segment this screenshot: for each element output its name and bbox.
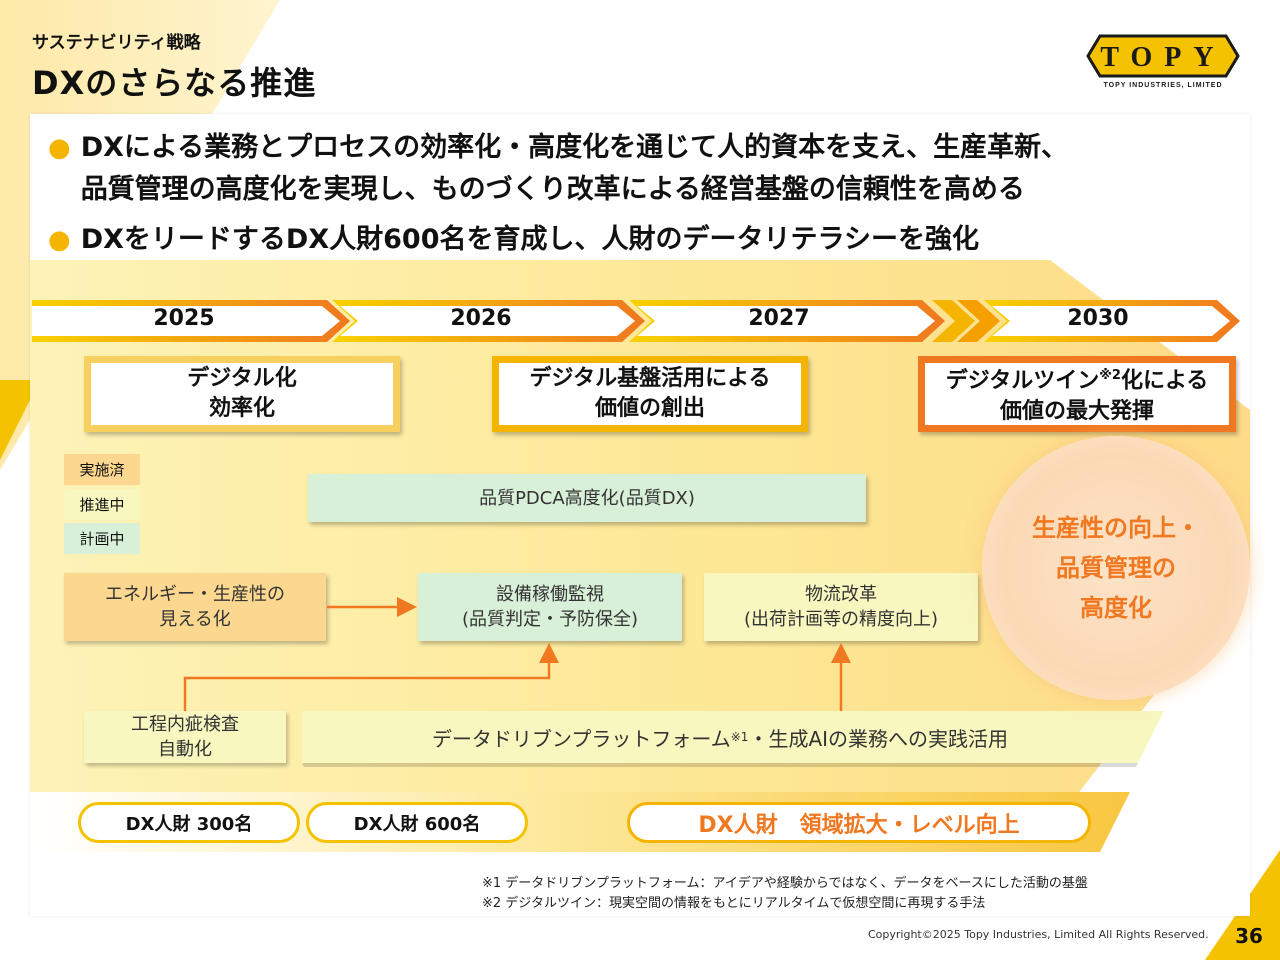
goal-line-1: 生産性の向上・ bbox=[1032, 514, 1200, 542]
year-2030: 2030 bbox=[1067, 306, 1129, 331]
box-data-platform-shape bbox=[302, 711, 1164, 767]
legend-done: 実施済 bbox=[64, 454, 140, 485]
box-logistics-line-1: 物流改革 bbox=[805, 584, 877, 605]
bullet-1: ● DXによる業務とプロセスの効率化・高度化を通じて人的資本を支え、生産革新、 … bbox=[48, 130, 1068, 208]
box-energy-line-1: エネルギー・生産性の bbox=[105, 584, 285, 605]
phase-digital-twin: デジタルツイン※2化による 価値の最大発揮 bbox=[918, 356, 1236, 432]
year-2026: 2026 bbox=[450, 306, 512, 331]
page-title: DXのさらなる推進 bbox=[32, 64, 317, 102]
phase-2-line-1: デジタル基盤活用による bbox=[529, 366, 771, 391]
timeline-arrows bbox=[32, 300, 1240, 342]
logo-subtext: TOPY INDUSTRIES, LIMITED bbox=[1103, 82, 1222, 89]
legend-planned: 計画中 bbox=[64, 523, 140, 554]
box-equipment-line-2: (品質判定・予防保全) bbox=[461, 609, 639, 630]
bullet-1-line-1: DXによる業務とプロセスの効率化・高度化を通じて人的資本を支え、生産革新、 bbox=[80, 132, 1069, 163]
bullet-dot: ● bbox=[48, 225, 71, 255]
footnote-ref-2: ※2 bbox=[1099, 368, 1121, 384]
box-equipment-line-1: 設備稼働監視 bbox=[496, 584, 604, 605]
box-data-platform-text-b: ・生成AIの業務への実践活用 bbox=[748, 726, 1009, 751]
bullet-1-line-2: 品質管理の高度化を実現し、ものづくり改革による経営基盤の信頼性を高める bbox=[80, 174, 1025, 205]
page-number: 36 bbox=[1235, 924, 1263, 948]
phase-2-line-2: 価値の創出 bbox=[594, 396, 705, 421]
talent-300: DX人財 300名 bbox=[78, 802, 300, 843]
phase-3-line-1b: 化による bbox=[1120, 368, 1209, 394]
year-2027: 2027 bbox=[748, 306, 810, 331]
box-energy-visualization: エネルギー・生産性の 見える化 bbox=[64, 573, 326, 641]
box-equipment-monitoring: 設備稼働監視 (品質判定・予防保全) bbox=[418, 573, 682, 641]
box-quality-pdca: 品質PDCA高度化(品質DX) bbox=[308, 474, 866, 522]
phase-1-line-2: 効率化 bbox=[208, 396, 275, 421]
phase-3-line-1a: デジタルツイン bbox=[945, 368, 1100, 394]
box-logistics-line-2: (出荷計画等の精度向上) bbox=[743, 609, 939, 630]
box-inspection-line-2: 自動化 bbox=[158, 739, 212, 760]
box-data-platform: データドリブンプラットフォーム※1・生成AIの業務への実践活用 bbox=[302, 711, 1138, 763]
phase-3-line-2: 価値の最大発揮 bbox=[999, 398, 1154, 424]
talent-expansion: DX人財 領域拡大・レベル向上 bbox=[627, 802, 1091, 843]
company-logo: TOPY TOPY INDUSTRIES, LIMITED bbox=[1086, 32, 1240, 90]
phase-digital-platform: デジタル基盤活用による 価値の創出 bbox=[492, 356, 808, 432]
copyright: Copyright©2025 Topy Industries, Limited … bbox=[868, 928, 1209, 941]
footnote-ref-1: ※1 bbox=[730, 730, 749, 744]
box-logistics-reform: 物流改革 (出荷計画等の精度向上) bbox=[704, 573, 978, 641]
goal-circle: 生産性の向上・ 品質管理の 高度化 bbox=[982, 436, 1250, 700]
box-inspection-automation: 工程内疵検査 自動化 bbox=[84, 711, 286, 763]
bullet-2-line-1: DXをリードするDX人財600名を育成し、人財のデータリテラシーを強化 bbox=[80, 224, 979, 255]
bullet-dot: ● bbox=[48, 133, 71, 163]
bullet-2: ● DXをリードするDX人財600名を育成し、人財のデータリテラシーを強化 bbox=[48, 222, 979, 258]
footnote-1: ※1 データドリブンプラットフォーム：アイデアや経験からではなく、データをベース… bbox=[482, 876, 1088, 891]
goal-line-3: 高度化 bbox=[1080, 594, 1152, 622]
talent-600: DX人財 600名 bbox=[306, 802, 528, 843]
phase-1-line-1: デジタル化 bbox=[187, 366, 297, 391]
year-2025: 2025 bbox=[153, 306, 215, 331]
box-quality-pdca-label: 品質PDCA高度化(品質DX) bbox=[479, 487, 695, 509]
box-energy-line-2: 見える化 bbox=[159, 609, 231, 630]
box-data-platform-text-a: データドリブンプラットフォーム bbox=[431, 726, 731, 751]
box-inspection-line-1: 工程内疵検査 bbox=[131, 714, 239, 735]
goal-line-2: 品質管理の bbox=[1056, 554, 1176, 582]
legend-in-progress: 推進中 bbox=[64, 489, 140, 520]
logo-text: TOPY bbox=[1100, 42, 1225, 73]
footnote-2: ※2 デジタルツイン：現実空間の情報をもとにリアルタイムで仮想空間に再現する手法 bbox=[482, 896, 986, 911]
breadcrumb: サステナビリティ戦略 bbox=[32, 33, 201, 53]
phase-digitalization: デジタル化 効率化 bbox=[84, 356, 400, 432]
